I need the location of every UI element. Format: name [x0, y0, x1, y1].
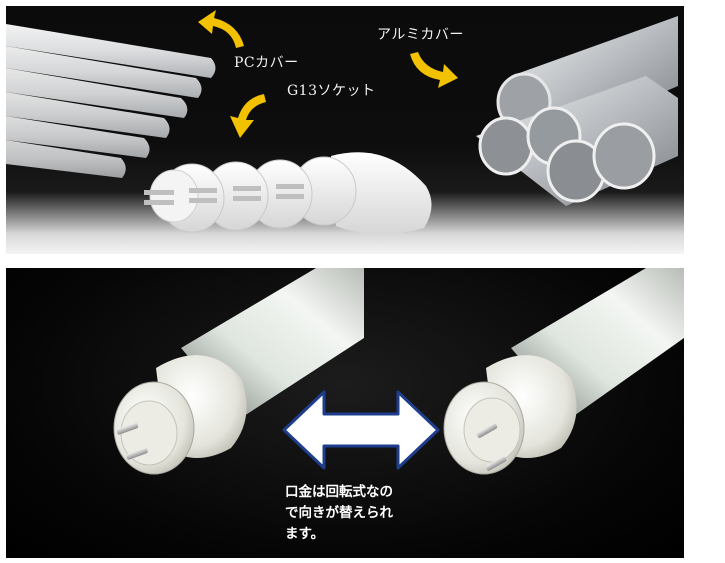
tube-rotation-illustration — [113, 268, 684, 475]
g13-sockets — [144, 152, 432, 235]
curved-arrow-icon — [198, 10, 244, 48]
led-tube-left — [113, 268, 364, 475]
g13-socket-label: G13ソケット — [287, 83, 376, 99]
caption-line: ます。 — [285, 526, 325, 542]
aluminum-covers — [476, 16, 678, 206]
curved-arrow-icon — [410, 52, 458, 88]
components-illustration — [6, 10, 678, 235]
double-headed-arrow-icon — [282, 390, 440, 470]
components-photo-panel: PCカバー G13ソケット アルミカバー — [6, 6, 684, 254]
rotating-cap-photo-panel: 口金は回転式なの で向きが替えられ ます。 — [6, 268, 684, 558]
curved-arrow-icon — [230, 94, 266, 138]
caption-line: 口金は回転式なの — [285, 484, 393, 500]
caption-line: で向きが替えられ — [285, 505, 393, 521]
pc-cover-label: PCカバー — [234, 55, 299, 71]
rotating-cap-caption: 口金は回転式なの で向きが替えられ ます。 — [285, 482, 393, 545]
pc-covers — [6, 24, 216, 178]
led-tube-right — [443, 268, 684, 475]
aluminum-cover-label: アルミカバー — [377, 27, 464, 43]
